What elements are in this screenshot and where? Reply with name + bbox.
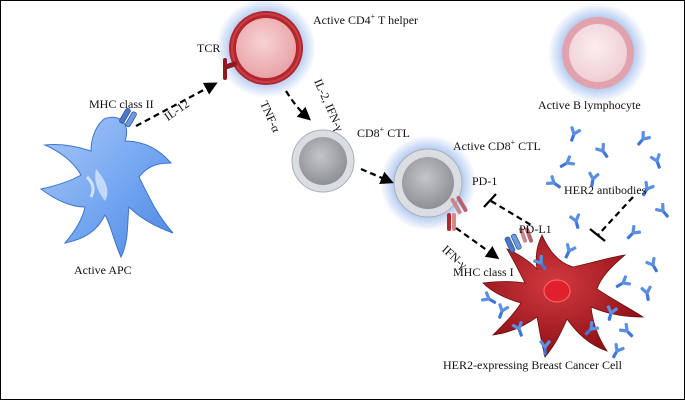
cancer-cell	[482, 227, 645, 358]
active-cd8-cytoplasm	[402, 157, 454, 209]
cd8-activation-arrow	[360, 167, 394, 184]
antibody	[560, 241, 578, 261]
apc-name-label: Active APC	[74, 263, 132, 277]
arrows	[135, 82, 634, 260]
b-lymphocyte-cell	[548, 3, 648, 103]
apc-mhc-label: MHC class II	[89, 97, 154, 111]
ifng-arrow	[455, 227, 500, 260]
antibody	[653, 201, 673, 222]
pd1-receptor	[450, 195, 468, 215]
antibody	[648, 152, 666, 171]
pd1-inhibition-line	[490, 200, 532, 226]
mhc-class-ii-receptor	[119, 107, 137, 128]
tcr-label: TCR	[197, 41, 221, 55]
antibody	[556, 153, 577, 173]
antibody-inhibition-line	[597, 196, 634, 236]
antibodies-label: HER2 antibodies	[564, 183, 647, 197]
apc-cell	[39, 107, 174, 259]
inhibition-bars	[483, 193, 606, 242]
cd4-t-helper-cell	[216, 1, 316, 98]
pd1-inhibition-bar	[483, 193, 497, 208]
antibody	[633, 129, 653, 150]
cd8-label: CD8+ CTL	[357, 125, 410, 140]
antibody	[544, 173, 565, 193]
cancer-nucleus	[543, 279, 571, 303]
pd1-label: PD-1	[472, 174, 498, 188]
pd-l1-ligand	[518, 227, 534, 243]
antibody	[568, 212, 585, 231]
antibody-inhibition-bar	[589, 228, 606, 242]
antibody	[612, 273, 633, 293]
il12-arrow	[135, 82, 218, 127]
active-cd8-label: Active CD8+ CTL	[453, 138, 541, 153]
tcr-receptor	[223, 58, 238, 80]
apc-body	[39, 116, 174, 259]
apc-highlight-2	[85, 175, 95, 198]
cd4-ring-shine	[231, 13, 301, 83]
antibody	[643, 255, 663, 276]
cancer-mhc-label: MHC class I	[453, 265, 514, 279]
antibody	[565, 125, 583, 144]
pdl1-label: PD-L1	[519, 222, 552, 236]
antibody	[622, 223, 643, 244]
antibody	[493, 302, 511, 321]
cd4-label: Active CD4+ T helper	[313, 12, 419, 27]
cd4-to-cd8-arrow	[285, 90, 311, 121]
b-cytoplasm	[569, 24, 627, 82]
antibody	[639, 284, 655, 302]
mhc-class-i-receptor	[504, 233, 522, 253]
cd4-cytoplasm	[236, 18, 296, 78]
cancer-name-label: HER2-expressing Breast Cancer Cell	[443, 358, 622, 372]
cd8-cytoplasm	[299, 137, 347, 185]
antibody	[593, 141, 613, 162]
cd8-tcr	[447, 213, 456, 231]
cd8-ctl-cell	[291, 129, 355, 193]
active-cd8-ctl-cell	[380, 135, 476, 231]
b-lymphocyte-label: Active B lymphocyte	[538, 98, 641, 112]
antibody	[617, 321, 638, 342]
apc-highlight	[95, 169, 108, 201]
